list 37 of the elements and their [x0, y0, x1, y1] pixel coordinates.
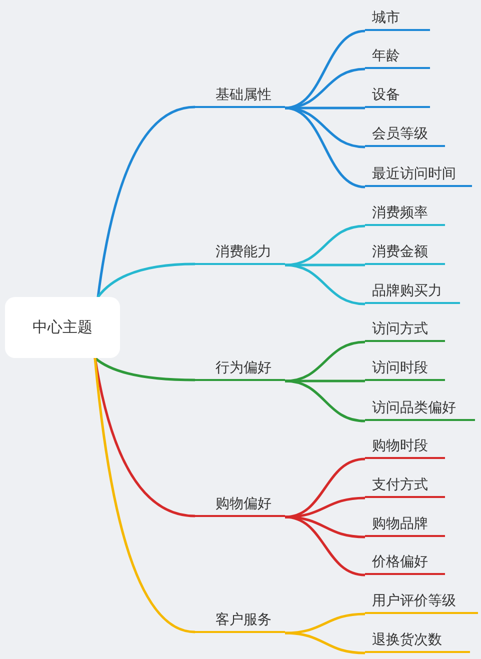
leaf-topic: 用户评价等级 [365, 590, 478, 614]
connector-line [284, 264, 366, 306]
connector-line [284, 106, 366, 188]
leaf-topic: 访问时段 [365, 357, 445, 381]
branch-topic: 基础属性 [195, 84, 285, 108]
leaf-topic: 最近访问时间 [365, 163, 472, 187]
leaf-topic: 设备 [365, 84, 430, 108]
leaf-topic: 价格偏好 [365, 551, 445, 575]
connector-line [284, 632, 366, 654]
leaf-topic: 退换货次数 [365, 629, 470, 653]
connector-line [284, 496, 366, 518]
leaf-topic: 消费频率 [365, 202, 445, 226]
branch-topic: 消费能力 [195, 241, 285, 265]
connector-line [284, 68, 366, 110]
leaf-topic: 购物品牌 [365, 513, 445, 537]
branch-topic: 客户服务 [195, 609, 285, 633]
connector-line [94, 358, 196, 634]
connector-line [284, 516, 366, 576]
connector-line [96, 106, 196, 298]
central-topic-box: 中心主题 [5, 297, 120, 358]
connector-line [284, 224, 366, 266]
leaf-topic: 访问品类偏好 [365, 397, 475, 421]
leaf-topic: 品牌购买力 [365, 280, 460, 304]
branch-topic: 行为偏好 [195, 357, 285, 381]
leaf-topic: 购物时段 [365, 435, 445, 459]
connector-line [284, 340, 366, 382]
leaf-topic: 消费金额 [365, 241, 445, 265]
leaf-topic: 支付方式 [365, 474, 445, 498]
connector-line [284, 380, 366, 422]
leaf-topic: 城市 [365, 7, 430, 31]
leaf-topic: 会员等级 [365, 123, 445, 147]
connector-line [97, 262, 196, 298]
leaf-topic: 年龄 [365, 45, 430, 69]
branch-topic: 购物偏好 [195, 493, 285, 517]
connector-line [284, 612, 366, 634]
connector-line [94, 357, 196, 382]
leaf-topic: 访问方式 [365, 318, 445, 342]
